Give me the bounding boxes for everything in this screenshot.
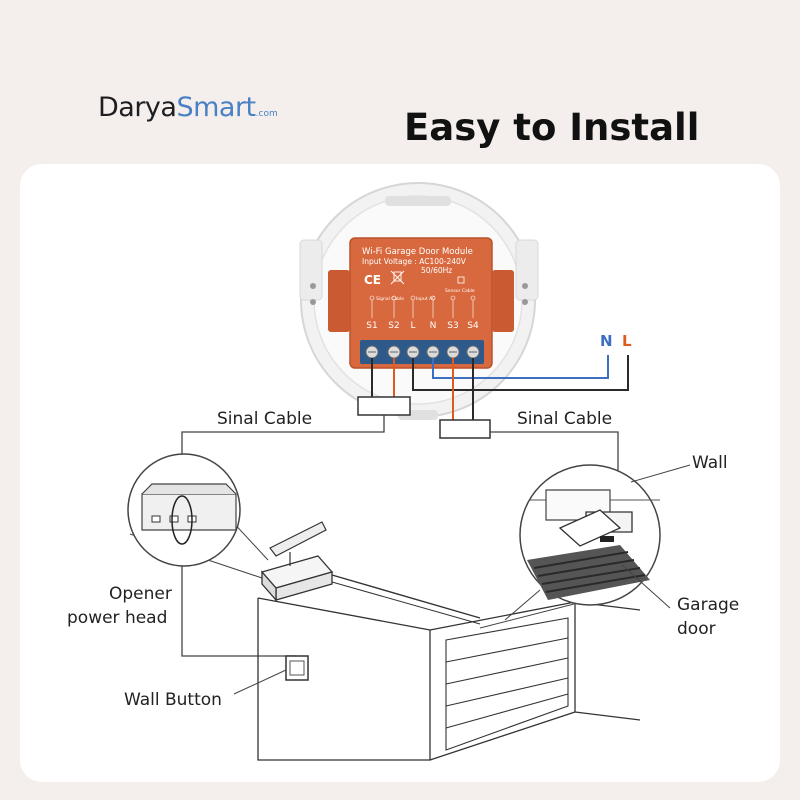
garage-door xyxy=(445,617,569,751)
terminal-label-s3: S3 xyxy=(447,321,458,331)
signal-cable-tag: Signal Cable xyxy=(376,296,404,302)
opener-power-head xyxy=(260,521,481,625)
opener-label-line1: Opener xyxy=(109,584,172,604)
wall-pointer xyxy=(630,464,691,483)
weee-icon xyxy=(390,270,405,285)
brand-domain: .com xyxy=(255,109,278,119)
left-signal-cable-label: Sinal Cable xyxy=(217,409,312,429)
module-pinout-lines xyxy=(369,295,476,318)
right-signal-cable-label: Sinal Cable xyxy=(517,409,612,429)
left-connector xyxy=(357,396,411,416)
module-voltage: Input Voltage : AC100-240V xyxy=(362,257,467,266)
sensor-callout xyxy=(479,464,661,629)
terminal-label-s4: S4 xyxy=(467,321,479,331)
brand-name-dark: Darya xyxy=(98,92,177,123)
module-title: Wi-Fi Garage Door Module xyxy=(362,247,473,257)
garage-door-pointer xyxy=(621,564,671,609)
page-title: Easy to Install xyxy=(404,106,700,149)
terminal-label-s1: S1 xyxy=(366,321,377,331)
opener-callout xyxy=(127,453,269,581)
terminal-block xyxy=(360,340,484,364)
wall-button xyxy=(233,655,309,695)
input-ac-tag: Input AC xyxy=(416,296,435,302)
right-connector xyxy=(439,419,491,439)
garage-structure xyxy=(257,597,641,761)
ce-mark: CE xyxy=(364,273,381,287)
module-frequency: 50/60Hz xyxy=(421,266,452,275)
brand-name-accent: Smart xyxy=(176,92,256,123)
garage-door-label-line2: door xyxy=(677,619,716,639)
terminal-label-l: L xyxy=(410,321,415,331)
wall-label: Wall xyxy=(692,453,728,473)
wall-button-label: Wall Button xyxy=(124,690,222,710)
brand-logo: DaryaSmart.com xyxy=(98,92,278,123)
terminal-label-s2: S2 xyxy=(388,321,399,331)
diagram-card: Wi-Fi Garage Door Module Input Voltage :… xyxy=(20,164,780,782)
mains-wiring xyxy=(412,355,629,391)
installation-diagram: Wi-Fi Garage Door Module Input Voltage :… xyxy=(67,182,739,761)
terminal-label-n: N xyxy=(430,321,437,331)
signal-wiring xyxy=(371,358,474,420)
square-icon xyxy=(457,276,465,284)
garage-door-module: Wi-Fi Garage Door Module Input Voltage :… xyxy=(328,237,514,369)
garage-door-label-line1: Garage xyxy=(677,595,739,615)
opener-label-line2: power head xyxy=(67,608,167,628)
sensor-cable-tag: Sensor Cable xyxy=(445,288,475,294)
neutral-label: N xyxy=(600,332,613,350)
live-label: L xyxy=(622,332,632,350)
